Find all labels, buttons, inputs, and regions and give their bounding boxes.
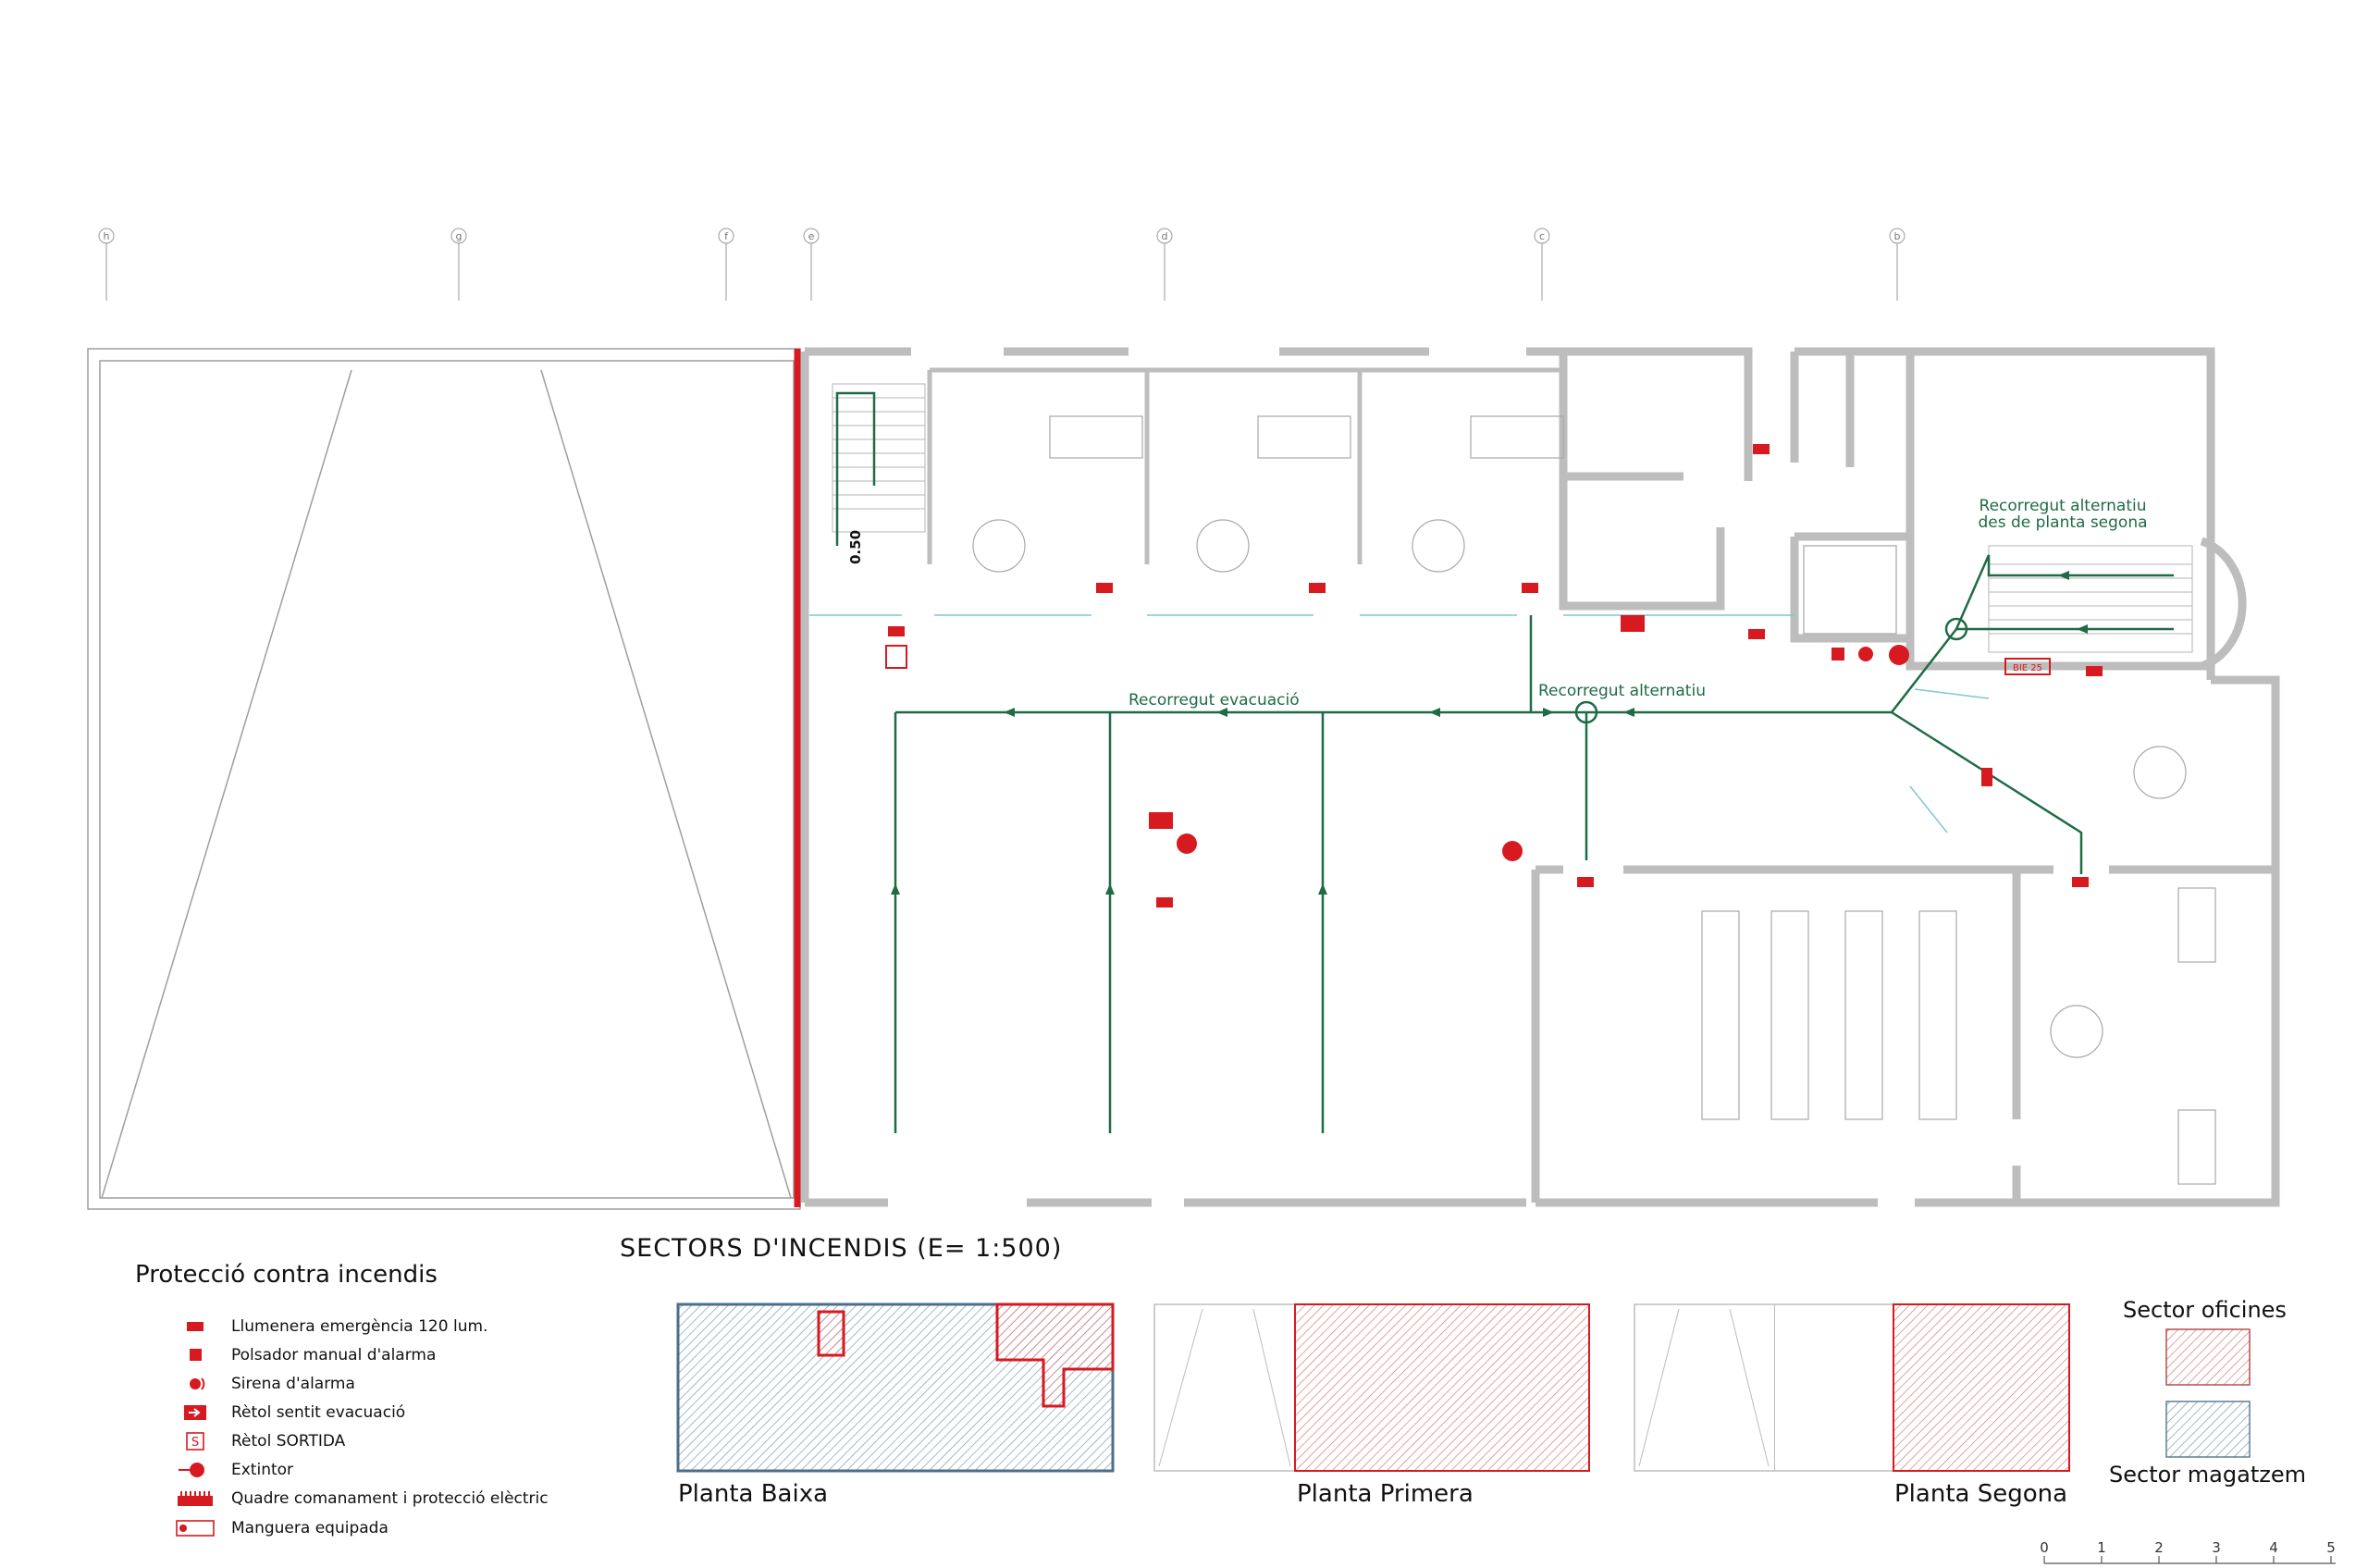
grid-axis-e [803,228,820,301]
legend-label: Llumenera emergència 120 lum. [231,1317,488,1336]
grid-axis-label: c [1539,230,1545,242]
legend-row-electrical-panel: Quadre comanament i protecció elèctric [176,1488,549,1510]
plant-label-segona: Planta Segona [1894,1480,2068,1508]
legend-label: Sirena d'alarma [231,1375,355,1393]
exit-sign-icon: S [176,1430,215,1452]
scale-tick-label: 3 [2212,1539,2221,1556]
grid-axes [98,228,1906,301]
grid-axis-c [1534,228,1550,301]
plant-label-baixa: Planta Baixa [678,1480,829,1508]
grid-axis-h [98,228,115,301]
building-walls [800,347,2280,1207]
grid-axis-d [1156,228,1173,301]
svg-text:S: S [191,1436,199,1450]
legend-row-alarm-siren: Sirena d'alarma [176,1373,355,1395]
extinguisher-icon [1502,841,1523,861]
dimension-label: 0.50 [847,530,864,564]
legend-title: Protecció contra incendis [135,1261,438,1289]
scale-tick-label: 1 [2097,1539,2106,1556]
hose-tag-label: BIE 25 [2013,663,2042,673]
scale-tick-label: 4 [2269,1539,2278,1556]
evacuation-routes [835,391,2174,1133]
grid-axis-label: b [1894,230,1901,242]
emergency-light-icon [176,1315,215,1338]
emergency-light-icon [2086,666,2103,676]
evacuation-direction-sign-icon [1149,812,1173,829]
left-staircase [832,383,926,533]
emergency-light-icon [1577,877,1594,887]
scale-tick-label: 5 [2326,1539,2336,1556]
grid-axis-label: f [724,230,729,242]
plant-label-primera: Planta Primera [1297,1480,1474,1508]
emergency-light-icon [1309,583,1326,593]
grid-axis-g [450,228,467,301]
scale-tick-label: 0 [2040,1539,2049,1556]
warehouse-sector-label: Sector magatzem [2109,1462,2306,1488]
sector-plan-segona [1634,1303,2070,1472]
sectors-title: SECTORS D'INCENDIS (E= 1:500) [620,1234,1063,1263]
scale-bar [2043,1556,2336,1564]
fire-hose-icon [2004,658,2051,675]
extinguisher-icon [1889,645,1909,665]
fire-hose-icon [176,1517,215,1539]
route-arrows [891,571,2088,895]
scale-tick-label: 2 [2154,1539,2164,1556]
emergency-light-icon [1522,583,1538,593]
legend-label: Rètol sentit evacuació [231,1403,406,1422]
interior-partitions [927,367,1563,564]
fire-protection-symbols [885,444,2103,907]
extinguisher-icon [176,1459,215,1481]
legend-label: Extintor [231,1461,294,1479]
legend-row-emergency-light: Llumenera emergència 120 lum. [176,1315,487,1338]
evacuation-direction-sign-icon [1621,615,1645,632]
sector-plan-baixa [676,1303,1115,1473]
emergency-light-icon [2072,877,2089,887]
legend-row-fire-hose: Manguera equipada [176,1517,388,1539]
emergency-light-icon [1753,444,1770,454]
alarm-siren-icon [1858,647,1873,661]
electrical-panel-icon [176,1488,215,1510]
legend-row-exit-sign: S Rètol SORTIDA [176,1430,345,1452]
grid-axis-label: d [1162,230,1168,242]
grid-axis-label: h [104,230,110,242]
manual-alarm-button-icon [176,1344,215,1366]
main-evacuation-route-label: Recorregut evacuació [1128,691,1300,710]
office-sector-swatch [2165,1328,2251,1386]
lift-shaft [1803,545,1897,635]
extinguisher-icon [1177,833,1197,854]
emergency-light-icon [1096,583,1113,593]
grid-axis-label: e [808,230,815,242]
grid-axis-f [718,228,734,301]
adjacent-roof [87,348,801,1210]
grid-axis-label: g [456,230,462,242]
warehouse-sector-swatch [2165,1401,2251,1458]
alarm-siren-icon [176,1373,215,1395]
legend-row-extinguisher: Extintor [176,1459,293,1481]
emergency-light-icon [888,626,905,636]
manual-alarm-button-icon [1832,648,1844,661]
evacuation-direction-sign-icon [176,1401,215,1424]
right-staircase [1988,537,2247,671]
sector-plan-primera [1153,1303,1590,1472]
legend-label: Quadre comanament i protecció elèctric [231,1489,549,1508]
emergency-light-icon [1156,897,1173,907]
legend-label: Manguera equipada [231,1519,388,1537]
legend-row-manual-alarm: Polsador manual d'alarma [176,1344,436,1366]
legend-row-evacuation-sign: Rètol sentit evacuació [176,1401,405,1424]
upper-alternative-route-label: Recorregut alternatiu [1980,497,2147,515]
upper-alternative-route-label-2: des de planta segona [1978,513,2147,532]
alternative-route-label: Recorregut alternatiu [1538,682,1706,700]
emergency-light-icon [1981,768,1992,786]
emergency-light-icon [1748,629,1765,639]
legend-label: Polsador manual d'alarma [231,1346,437,1364]
exit-sign-icon [885,645,907,669]
grid-axis-b [1889,228,1906,301]
legend-label: Rètol SORTIDA [231,1432,346,1451]
office-furniture [972,415,2216,1185]
office-sector-label: Sector oficines [2123,1297,2287,1323]
glazing-lines [809,614,1990,833]
